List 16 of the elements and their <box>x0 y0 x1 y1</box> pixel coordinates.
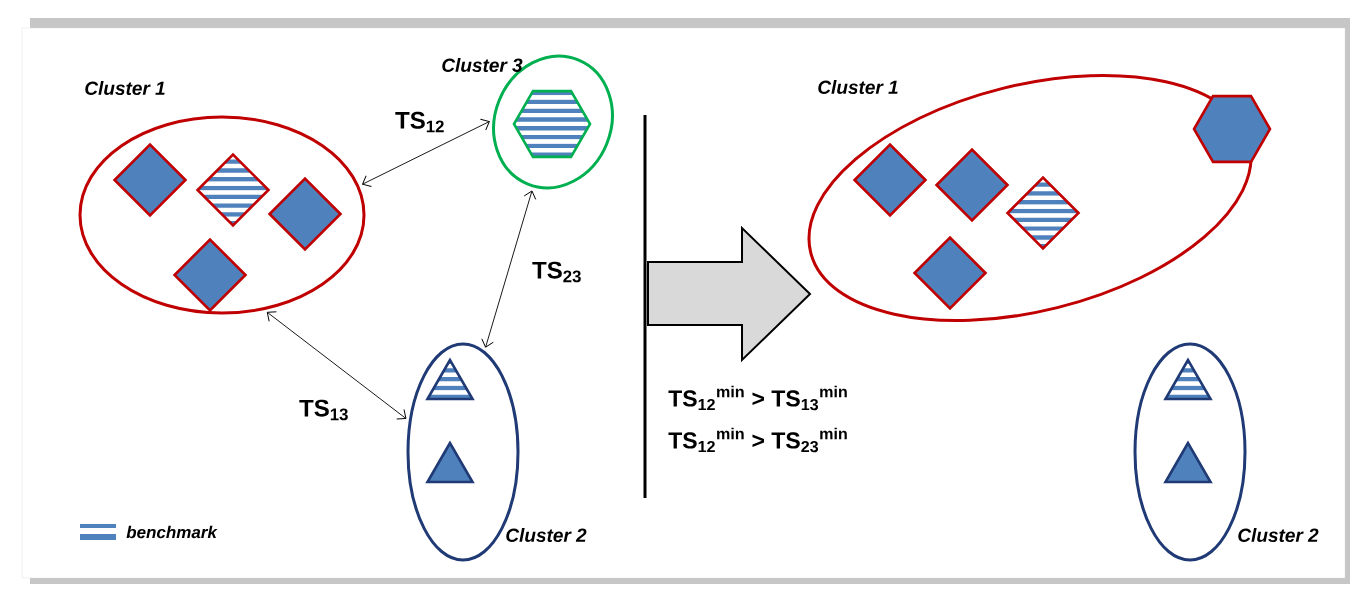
cluster-label: Cluster 3 <box>442 58 523 72</box>
arrow <box>362 118 490 187</box>
hexagon-shape <box>512 89 592 159</box>
cluster-label: Cluster 2 <box>1238 528 1319 542</box>
hexagon-shape <box>1192 94 1272 164</box>
condition-text: TS$_{12}$$^{min}$ > TS$_{13}$min <box>668 385 847 411</box>
arrow <box>481 190 537 348</box>
edge-label: TS$_{12}$ <box>394 110 446 134</box>
cluster-label: Cluster 2 <box>506 528 587 542</box>
arrow <box>266 311 407 420</box>
edge-label: TS$_{13}$ <box>298 398 350 422</box>
legend-label: benchmark <box>126 525 218 539</box>
cluster-label: Cluster 1 <box>85 81 165 95</box>
condition-text: TS$_{12}$$^{min}$ > TS$_{23}$min <box>668 427 847 453</box>
edge-label: TS$_{23}$ <box>531 260 583 284</box>
cluster-label: Cluster 1 <box>818 80 898 94</box>
